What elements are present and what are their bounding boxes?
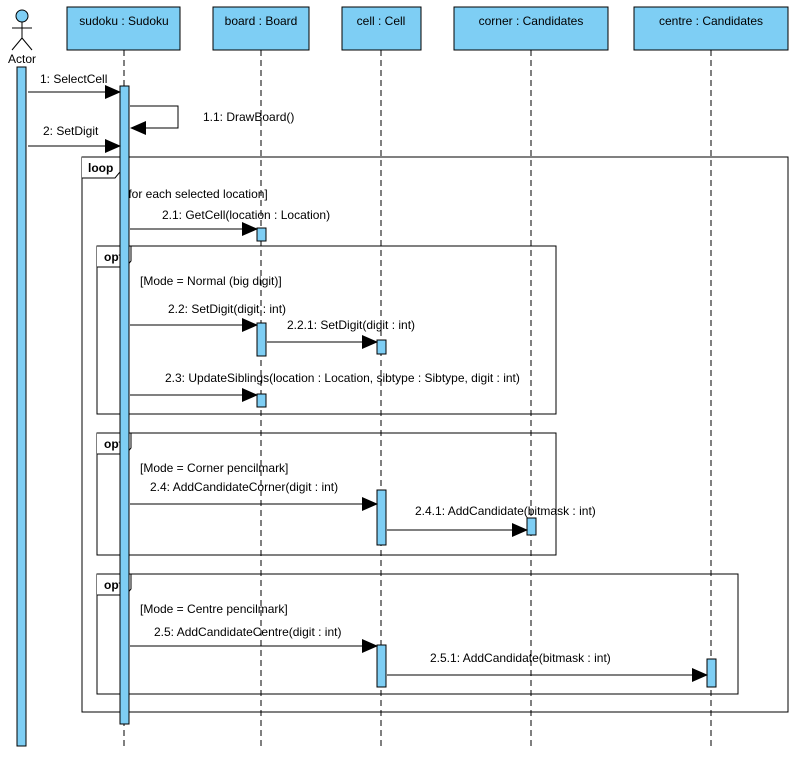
message-arrows: [28, 85, 708, 682]
activation-board-updatesiblings: [256, 393, 267, 408]
activation-corner-candidates: [526, 517, 537, 536]
fragment-guard: [for each selected location]: [125, 187, 268, 201]
activation-cell-corner: [376, 489, 387, 546]
message-label: 2.1: GetCell(location : Location): [162, 208, 330, 222]
fragment-operator: opt: [104, 578, 123, 592]
lifeline-label: sudoku : Sudoku: [79, 14, 168, 28]
fragment-operator: opt: [104, 437, 123, 451]
message-label: 1.1: DrawBoard(): [203, 110, 294, 124]
message-label: 2.4.1: AddCandidate(bitmask : int): [415, 504, 596, 518]
fragment-operator: opt: [104, 250, 123, 264]
message-label: 2.2: SetDigit(digit : int): [168, 302, 286, 316]
message-label: 2: SetDigit: [43, 124, 99, 138]
actor-figure: [11, 9, 33, 51]
activation-cell-setdigit: [376, 339, 387, 355]
message-label: 2.4: AddCandidateCorner(digit : int): [150, 480, 338, 494]
message-label: 2.3: UpdateSiblings(location : Location,…: [165, 371, 520, 385]
opt-fragment-corner: opt [Mode = Corner pencilmark]: [96, 432, 557, 556]
arrow-drawboard: [130, 105, 179, 135]
lifeline-dashes: [123, 50, 712, 748]
activation-sudoku: [119, 85, 130, 725]
fragment-operator: loop: [88, 161, 113, 175]
lifeline-cell: cell : Cell: [341, 6, 422, 51]
lifeline-label: board : Board: [225, 14, 298, 28]
fragment-guard: [Mode = Normal (big digit)]: [140, 274, 282, 288]
activation-board-setdigit: [256, 322, 267, 357]
actor-activation: [16, 66, 27, 747]
message-label: 1: SelectCell: [40, 72, 107, 86]
lifeline-label: cell : Cell: [357, 14, 406, 28]
message-label: 2.5.1: AddCandidate(bitmask : int): [430, 651, 611, 665]
activation-centre-candidates: [706, 658, 717, 688]
lifeline-label: corner : Candidates: [479, 14, 584, 28]
actor-label: Actor: [8, 52, 36, 66]
fragment-guard: [Mode = Centre pencilmark]: [140, 602, 288, 616]
lifeline-corner: corner : Candidates: [453, 6, 609, 51]
lifeline-board: board : Board: [212, 6, 310, 51]
lifeline-label: centre : Candidates: [659, 14, 763, 28]
message-label: 2.5: AddCandidateCentre(digit : int): [154, 625, 341, 639]
lifeline-centre: centre : Candidates: [633, 6, 789, 51]
fragment-guard: [Mode = Corner pencilmark]: [140, 461, 288, 475]
lifeline-sudoku: sudoku : Sudoku: [66, 6, 181, 51]
activation-board-getcell: [256, 227, 267, 242]
message-label: 2.2.1: SetDigit(digit : int): [287, 318, 415, 332]
activation-cell-centre: [376, 644, 387, 688]
activation-bars: [119, 85, 717, 725]
